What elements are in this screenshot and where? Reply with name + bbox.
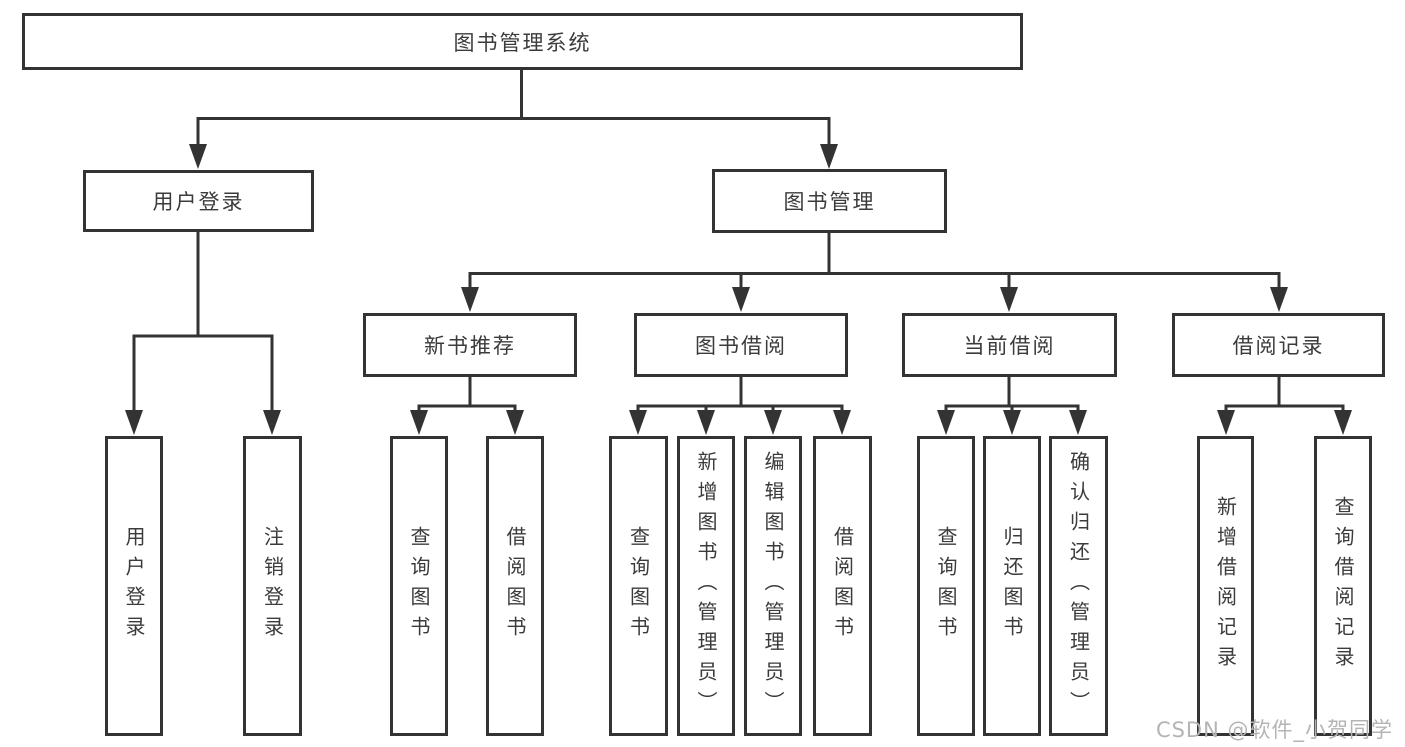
node-new-book-recommend: 新书推荐 bbox=[363, 313, 577, 377]
leaf-borrow-borrow-books: 借阅图书 bbox=[813, 436, 872, 736]
node-current-borrow: 当前借阅 bbox=[902, 313, 1117, 377]
csdn-watermark: CSDN @软件_小贺同学 bbox=[1155, 718, 1393, 742]
node-book-borrow: 图书借阅 bbox=[634, 313, 848, 377]
leaf-user-login: 用户登录 bbox=[105, 436, 163, 736]
leaf-records-query-record: 查询借阅记录 bbox=[1314, 436, 1372, 736]
node-user-login: 用户登录 bbox=[83, 170, 314, 232]
leaf-borrow-add-books-admin: 新增图书（管理员） bbox=[677, 436, 735, 736]
leaf-recommend-query-books: 查询图书 bbox=[390, 436, 448, 736]
leaf-logout: 注销登录 bbox=[243, 436, 302, 736]
leaf-recommend-borrow-books: 借阅图书 bbox=[486, 436, 544, 736]
leaf-records-add-record: 新增借阅记录 bbox=[1197, 436, 1254, 736]
leaf-borrow-edit-books-admin: 编辑图书（管理员） bbox=[744, 436, 802, 736]
node-book-management: 图书管理 bbox=[712, 169, 947, 233]
node-root: 图书管理系统 bbox=[22, 13, 1023, 70]
leaf-borrow-query-books: 查询图书 bbox=[609, 436, 668, 736]
leaf-current-return-books: 归还图书 bbox=[983, 436, 1041, 736]
arrowheads bbox=[125, 144, 1352, 435]
leaf-current-confirm-return-admin: 确认归还（管理员） bbox=[1049, 436, 1108, 736]
leaf-current-query-books: 查询图书 bbox=[917, 436, 975, 736]
node-borrow-records: 借阅记录 bbox=[1172, 313, 1385, 377]
